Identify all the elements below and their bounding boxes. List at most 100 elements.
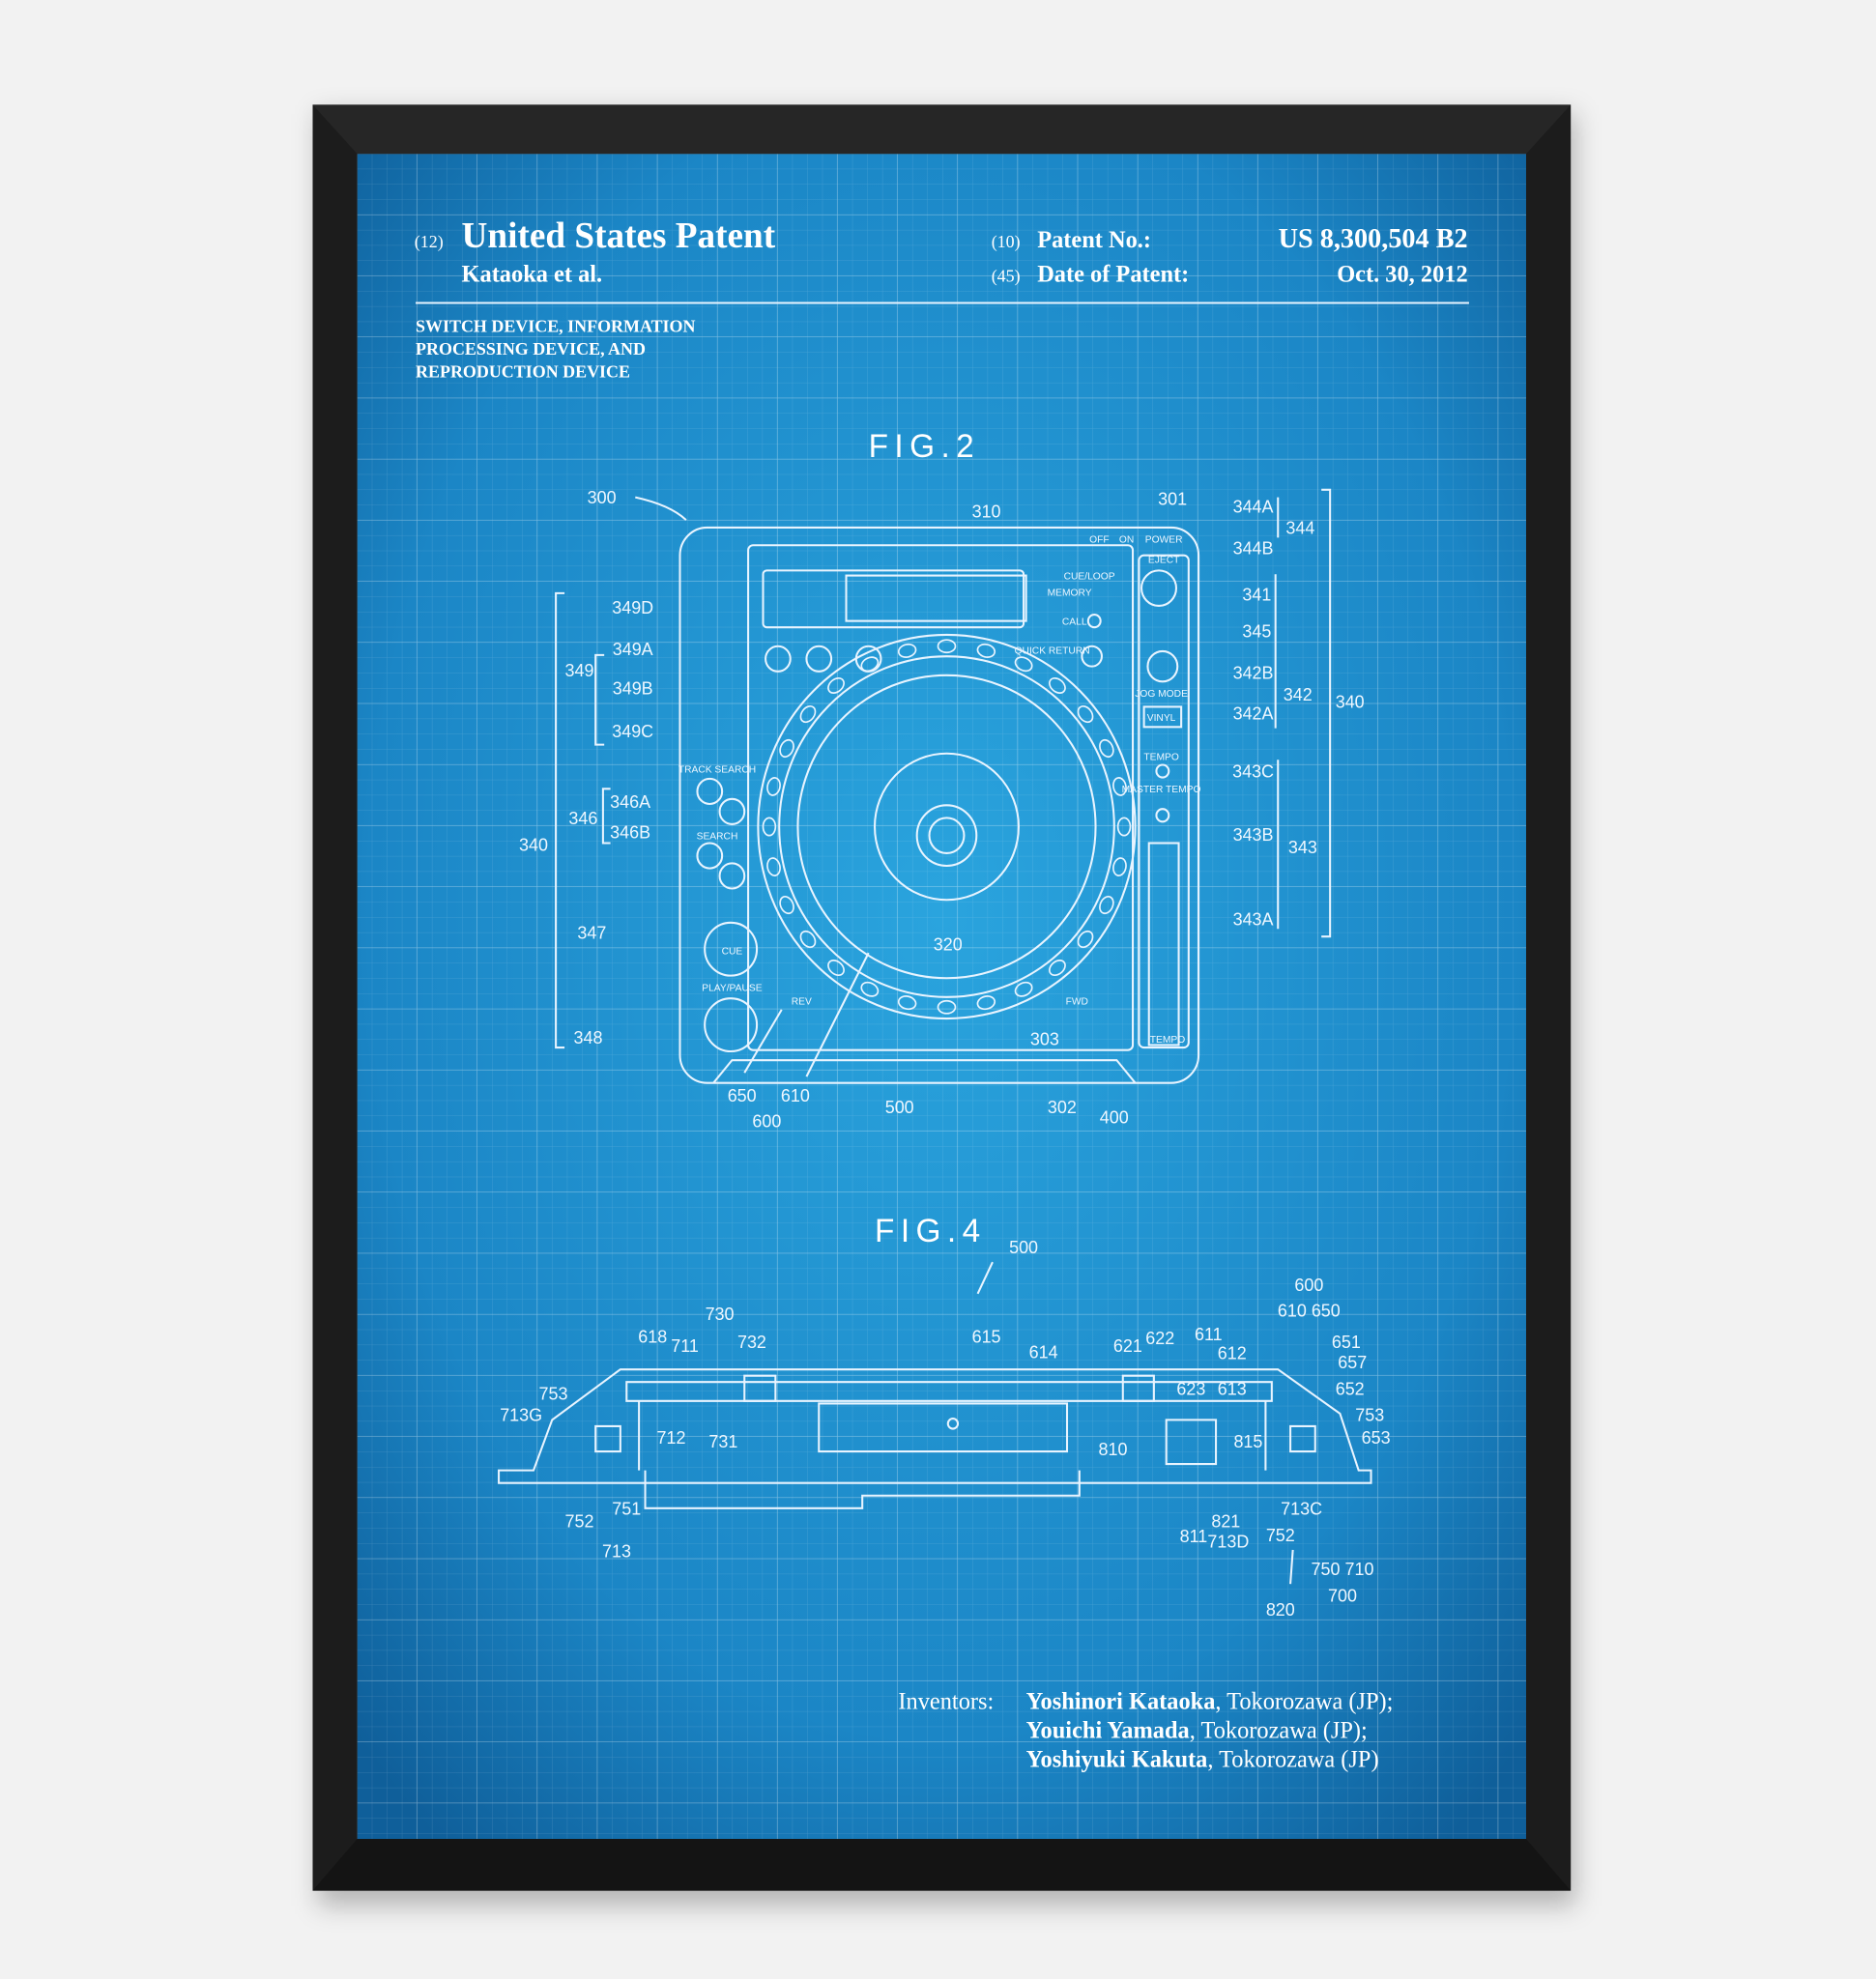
reference-label: 730 — [706, 1305, 735, 1324]
panel-marking: SEARCH — [697, 832, 738, 843]
reference-label: 342A — [1233, 703, 1275, 723]
ring-light — [860, 981, 880, 997]
reference-label: 600 — [752, 1111, 781, 1131]
reference-label: 712 — [657, 1428, 686, 1448]
reference-label: 810 — [1099, 1440, 1128, 1459]
ring-light — [827, 676, 845, 694]
reference-label: 713 — [602, 1542, 631, 1562]
panel-marking: OFF — [1089, 535, 1110, 546]
panel-marking: PLAY/PAUSE — [702, 983, 762, 993]
panel-marking: ON — [1119, 535, 1134, 546]
reference-label: 752 — [1266, 1526, 1295, 1545]
reference-label: 610 650 — [1278, 1301, 1341, 1320]
reference-label: 751 — [612, 1499, 641, 1518]
reference-label: 302 — [1048, 1098, 1077, 1117]
reference-label: 811 — [1180, 1527, 1208, 1546]
panel-marking: CALL — [1062, 617, 1087, 627]
inventors-block: Inventors: Yoshinori Kataoka, Tokorozawa… — [898, 1688, 1393, 1772]
reference-label: 821 — [1211, 1511, 1240, 1531]
reference-label: 653 — [1362, 1428, 1391, 1448]
panel-marking: FWD — [1066, 997, 1088, 1008]
ring-light — [779, 895, 794, 915]
panel-marking: QUICK RETURN — [1015, 646, 1090, 657]
reference-label: 713D — [1207, 1532, 1249, 1551]
inventor-name: Yoshinori Kataoka — [1026, 1688, 1216, 1714]
patent-heading: United States Patent — [462, 216, 776, 256]
ring-light — [976, 643, 996, 658]
reference-label: 301 — [1158, 489, 1187, 508]
reference-label: 700 — [1328, 1586, 1357, 1605]
inventor-location: , Tokorozawa (JP) — [1207, 1746, 1378, 1772]
reference-label: 651 — [1332, 1333, 1361, 1352]
reference-label: 600 — [1294, 1276, 1323, 1295]
ring-light — [937, 999, 957, 1015]
panel-marking: MEMORY — [1048, 588, 1092, 598]
ring-light — [827, 960, 845, 977]
ring-light — [799, 704, 817, 724]
reference-label: 343B — [1233, 825, 1274, 845]
ring-light — [897, 995, 917, 1011]
reference-label: 731 — [708, 1432, 737, 1451]
date-label: Date of Patent: — [1037, 261, 1189, 287]
reference-label: 652 — [1336, 1379, 1365, 1398]
reference-label: 815 — [1233, 1432, 1262, 1451]
reference-label: 615 — [972, 1328, 1001, 1347]
reference-label: 340 — [519, 835, 548, 854]
reference-label: 346A — [610, 792, 651, 812]
panel-marking: CUE/LOOP — [1064, 571, 1115, 582]
reference-label: 400 — [1100, 1107, 1129, 1127]
reference-label: 346B — [610, 822, 650, 842]
reference-label: 711 — [671, 1336, 699, 1356]
ring-light — [1049, 676, 1066, 694]
inventor-name: Yoshiyuki Kakuta — [1026, 1746, 1208, 1772]
reference-label: 310 — [972, 502, 1001, 521]
ring-light — [1099, 895, 1114, 915]
reference-label: 732 — [737, 1333, 766, 1352]
ring-light — [779, 738, 794, 759]
reference-label: 650 — [728, 1086, 757, 1105]
patent-no-label: Patent No.: — [1037, 227, 1151, 253]
reference-label: 713G — [500, 1406, 542, 1425]
reference-label: 750 710 — [1312, 1560, 1374, 1579]
reference-label: 349 — [565, 661, 594, 680]
reference-label: 341 — [1242, 586, 1271, 605]
reference-label: 752 — [565, 1511, 594, 1531]
reference-label: 340 — [1336, 693, 1365, 712]
ring-light — [1116, 817, 1132, 837]
fig4-title: FIG.4 — [875, 1214, 987, 1249]
ring-light — [976, 995, 996, 1011]
ring-light — [766, 777, 781, 796]
patent-number: US 8,300,504 B2 — [1279, 224, 1468, 254]
reference-label: 348 — [574, 1028, 603, 1047]
reference-label: 320 — [934, 934, 963, 954]
code-12: (12) — [415, 232, 444, 252]
inventor-name: Youichi Yamada — [1026, 1717, 1190, 1743]
fig2-cdj-top-view — [555, 488, 1332, 1084]
panel-marking: MASTER TEMPO — [1122, 785, 1201, 795]
panel-marking: TRACK SEARCH — [678, 764, 756, 775]
patent-date: Oct. 30, 2012 — [1337, 261, 1467, 287]
panel-marking: TEMPO — [1143, 752, 1178, 762]
invention-title-line: REPRODUCTION DEVICE — [416, 361, 630, 381]
reference-label: 344A — [1233, 497, 1275, 516]
ring-light — [1077, 704, 1094, 724]
panel-marking: VINYL — [1147, 713, 1176, 724]
reference-label: 657 — [1338, 1353, 1367, 1372]
ring-light — [897, 643, 917, 658]
assignee: Kataoka et al. — [462, 261, 603, 287]
reference-label: 344B — [1233, 538, 1274, 558]
reference-label: 820 — [1266, 1600, 1295, 1620]
reference-label: 349B — [613, 678, 653, 698]
ring-light — [1099, 738, 1114, 759]
panel-marking: CUE — [722, 946, 743, 957]
reference-label: 623 — [1176, 1379, 1205, 1398]
reference-label: 345 — [1242, 621, 1271, 641]
reference-label: 347 — [577, 924, 606, 943]
invention-title-line: PROCESSING DEVICE, AND — [416, 339, 646, 359]
inventor: Yoshinori Kataoka, Tokorozawa (JP); — [1026, 1688, 1394, 1714]
reference-label: 349C — [612, 722, 653, 741]
ring-light — [1014, 656, 1033, 673]
